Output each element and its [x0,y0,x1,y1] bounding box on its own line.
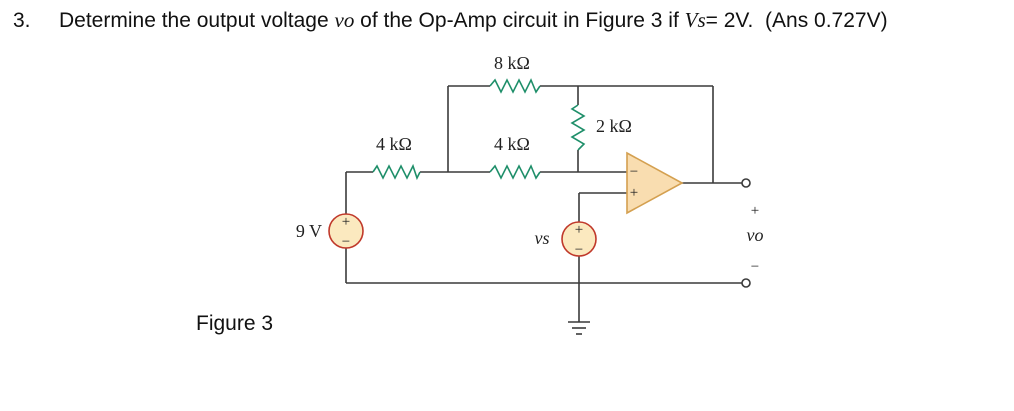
wires [345,85,742,322]
vs-symbol: Vs [684,8,706,32]
op-amp: − + [626,151,684,215]
label-4k-mid: 4 kΩ [494,134,530,154]
label-4k-left: 4 kΩ [376,134,412,154]
source-vs-minus: − [575,242,583,258]
label-8k: 8 kΩ [494,53,530,73]
resistor-8k [489,78,541,94]
label-vs: vs [535,228,550,248]
opamp-plus-sign: + [630,185,638,201]
question-text: 3. Determine the output voltage vo of the… [13,8,888,33]
question-text-after: = 2V. [705,9,754,32]
question-text-middle: of the Op-Amp circuit in Figure 3 if [354,9,685,32]
source-9v-minus: − [342,234,350,250]
resistor-2k [570,104,586,151]
output-terminal-top [741,178,751,188]
voltage-source-9v: + − [328,213,364,250]
answer-text: (Ans 0.727V) [765,9,888,32]
vo-symbol: vo [334,8,355,32]
source-vs-plus: + [575,222,583,238]
voltage-source-vs: + − [561,221,597,258]
source-9v-plus: + [342,214,350,230]
label-vo: vo [747,225,764,245]
figure-caption: Figure 3 [196,312,274,335]
label-9v: 9 V [296,221,322,241]
question-text-before: Determine the output voltage [59,9,335,32]
resistor-4k-mid [489,164,541,180]
label-output-minus: − [751,259,759,275]
ground-icon [568,321,590,335]
output-terminal-bottom [741,278,751,288]
label-output-plus: + [751,203,759,219]
question-number: 3. [13,9,31,32]
opamp-minus-sign: − [630,164,638,180]
label-2k: 2 kΩ [596,116,632,136]
resistor-4k-left [372,163,421,181]
